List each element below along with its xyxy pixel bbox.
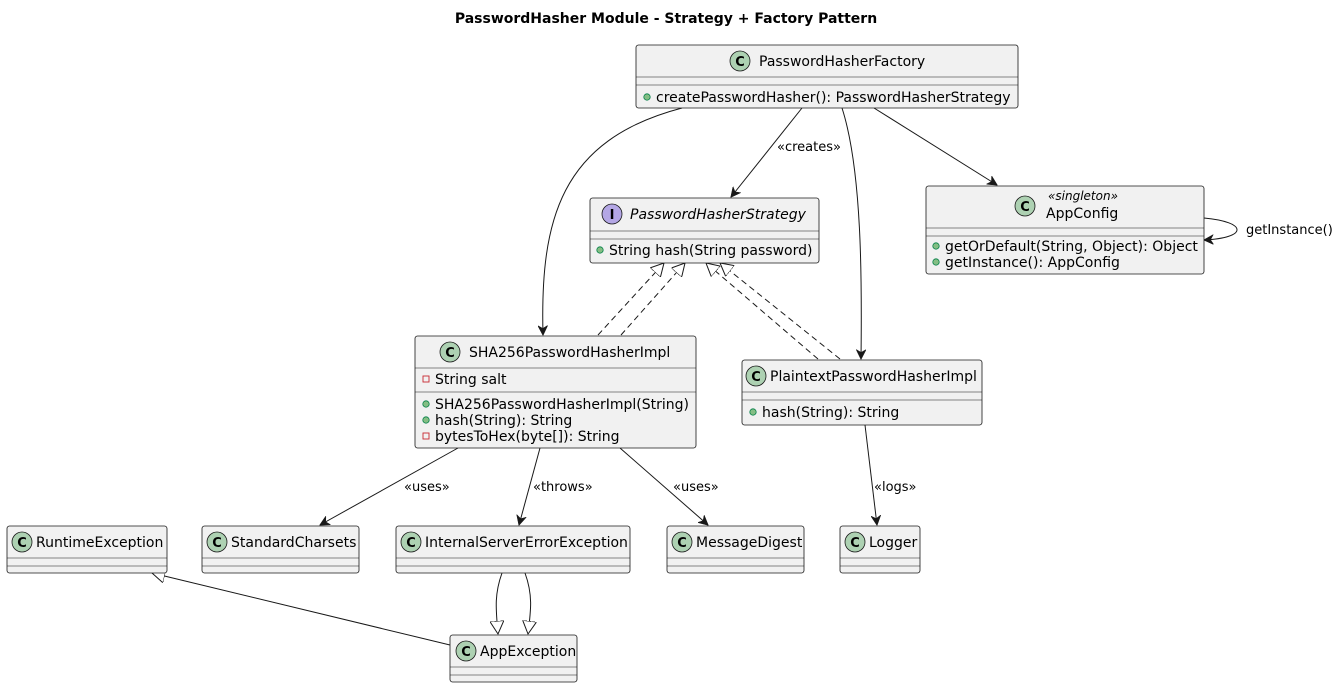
label-uses-digest: «uses»: [673, 480, 719, 495]
edges: [152, 107, 1238, 646]
class-member: bytesToHex(byte[]): String: [435, 429, 620, 445]
private-icon: [422, 432, 430, 440]
label-throws: «throws»: [533, 480, 593, 495]
class-name: PasswordHasherFactory: [759, 54, 925, 70]
badge-letter: C: [17, 536, 27, 551]
edge-sha-realizes-2: [620, 263, 685, 336]
interface-name: PasswordHasherStrategy: [630, 207, 807, 223]
class-badge-icon: [206, 531, 228, 553]
badge-letter: C: [406, 536, 416, 551]
edge-sha-digest: [619, 447, 708, 525]
class-message-digest[interactable]: C MessageDigest: [666, 525, 805, 574]
edge-labels: «creates» getInstance() «uses» «throws» …: [404, 140, 1333, 495]
public-icon: [596, 246, 604, 254]
badge-letter: C: [445, 346, 455, 361]
badge-letter: C: [735, 55, 745, 70]
label-creates: «creates»: [777, 140, 841, 155]
class-member: hash(String): String: [435, 413, 572, 429]
edge-sha-ise: [519, 447, 541, 525]
badge-letter: I: [610, 208, 615, 223]
class-name: InternalServerErrorException: [425, 535, 628, 551]
interface-member: String hash(String password): [609, 243, 812, 259]
class-logger[interactable]: C Logger: [839, 525, 921, 574]
class-member: createPasswordHasher(): PasswordHasherSt…: [656, 90, 1011, 106]
label-uses-charsets: «uses»: [404, 480, 450, 495]
badge-letter: C: [751, 370, 761, 385]
class-badge-icon: [745, 365, 767, 387]
edge-factory-appconfig: [873, 107, 997, 185]
interface-badge-icon: [601, 203, 623, 225]
public-icon: [749, 408, 757, 416]
badge-letter: C: [212, 536, 222, 551]
class-badge-icon: [671, 531, 693, 553]
class-member: SHA256PasswordHasherImpl(String): [435, 397, 689, 413]
class-runtime-exception[interactable]: C RuntimeException: [6, 525, 168, 574]
public-icon: [643, 93, 651, 101]
badge-letter: C: [850, 536, 860, 551]
public-icon: [422, 400, 430, 408]
edge-sha-realizes-1: [597, 263, 664, 336]
class-stereotype: «singleton»: [1048, 189, 1118, 203]
edge-plain-logger: [864, 424, 877, 525]
public-icon: [422, 416, 430, 424]
class-name: MessageDigest: [696, 535, 803, 551]
edge-appconfig-self: [1204, 217, 1238, 240]
edge-ise-appexc-1: [496, 572, 502, 634]
class-member: getInstance(): AppConfig: [945, 255, 1120, 271]
public-icon: [932, 258, 940, 266]
edge-factory-sha: [543, 107, 683, 335]
label-logs: «logs»: [874, 480, 917, 495]
class-badge-icon: [400, 531, 422, 553]
class-internal-server-error-exception[interactable]: C InternalServerErrorException: [395, 525, 631, 574]
class-password-hasher-factory[interactable]: C PasswordHasherFactory createPasswordHa…: [635, 44, 1019, 109]
class-field: String salt: [435, 372, 507, 388]
edge-appexc-runtime: [152, 573, 451, 646]
class-name: Logger: [869, 535, 918, 551]
class-badge-icon: [844, 531, 866, 553]
class-member: getOrDefault(String, Object): Object: [945, 239, 1198, 255]
class-badge-icon: [729, 50, 751, 72]
edge-plain-realizes-1: [706, 263, 819, 360]
class-app-config[interactable]: C «singleton» AppConfig getOrDefault(Str…: [925, 185, 1205, 275]
private-icon: [422, 375, 430, 383]
class-standard-charsets[interactable]: C StandardCharsets: [201, 525, 360, 574]
badge-letter: C: [1020, 200, 1030, 215]
class-badge-icon: [439, 341, 461, 363]
edge-plain-realizes-2: [720, 263, 841, 360]
class-name: AppException: [480, 644, 576, 660]
class-name: RuntimeException: [36, 535, 163, 551]
class-name: PlaintextPasswordHasherImpl: [770, 369, 977, 385]
badge-letter: C: [461, 645, 471, 660]
interface-password-hasher-strategy[interactable]: I PasswordHasherStrategy String hash(Str…: [589, 197, 820, 264]
public-icon: [932, 242, 940, 250]
class-name: StandardCharsets: [231, 535, 356, 551]
badge-letter: C: [677, 536, 687, 551]
class-sha256-password-hasher-impl[interactable]: C SHA256PasswordHasherImpl String salt S…: [414, 335, 697, 449]
class-name: AppConfig: [1046, 206, 1118, 222]
label-get-instance: getInstance(): [1246, 223, 1333, 238]
class-badge-icon: [455, 640, 477, 662]
class-member: hash(String): String: [762, 405, 899, 421]
class-name: SHA256PasswordHasherImpl: [469, 345, 670, 361]
class-app-exception[interactable]: C AppException: [449, 634, 578, 683]
class-plaintext-password-hasher-impl[interactable]: C PlaintextPasswordHasherImpl hash(Strin…: [741, 359, 983, 426]
edge-factory-plain: [841, 107, 861, 359]
class-badge-icon: [1014, 195, 1036, 217]
edge-factory-strategy: [731, 107, 803, 197]
edge-sha-charsets: [320, 447, 459, 525]
class-badge-icon: [11, 531, 33, 553]
edge-ise-appexc-2: [525, 572, 531, 634]
diagram-title: PasswordHasher Module - Strategy + Facto…: [455, 11, 877, 27]
